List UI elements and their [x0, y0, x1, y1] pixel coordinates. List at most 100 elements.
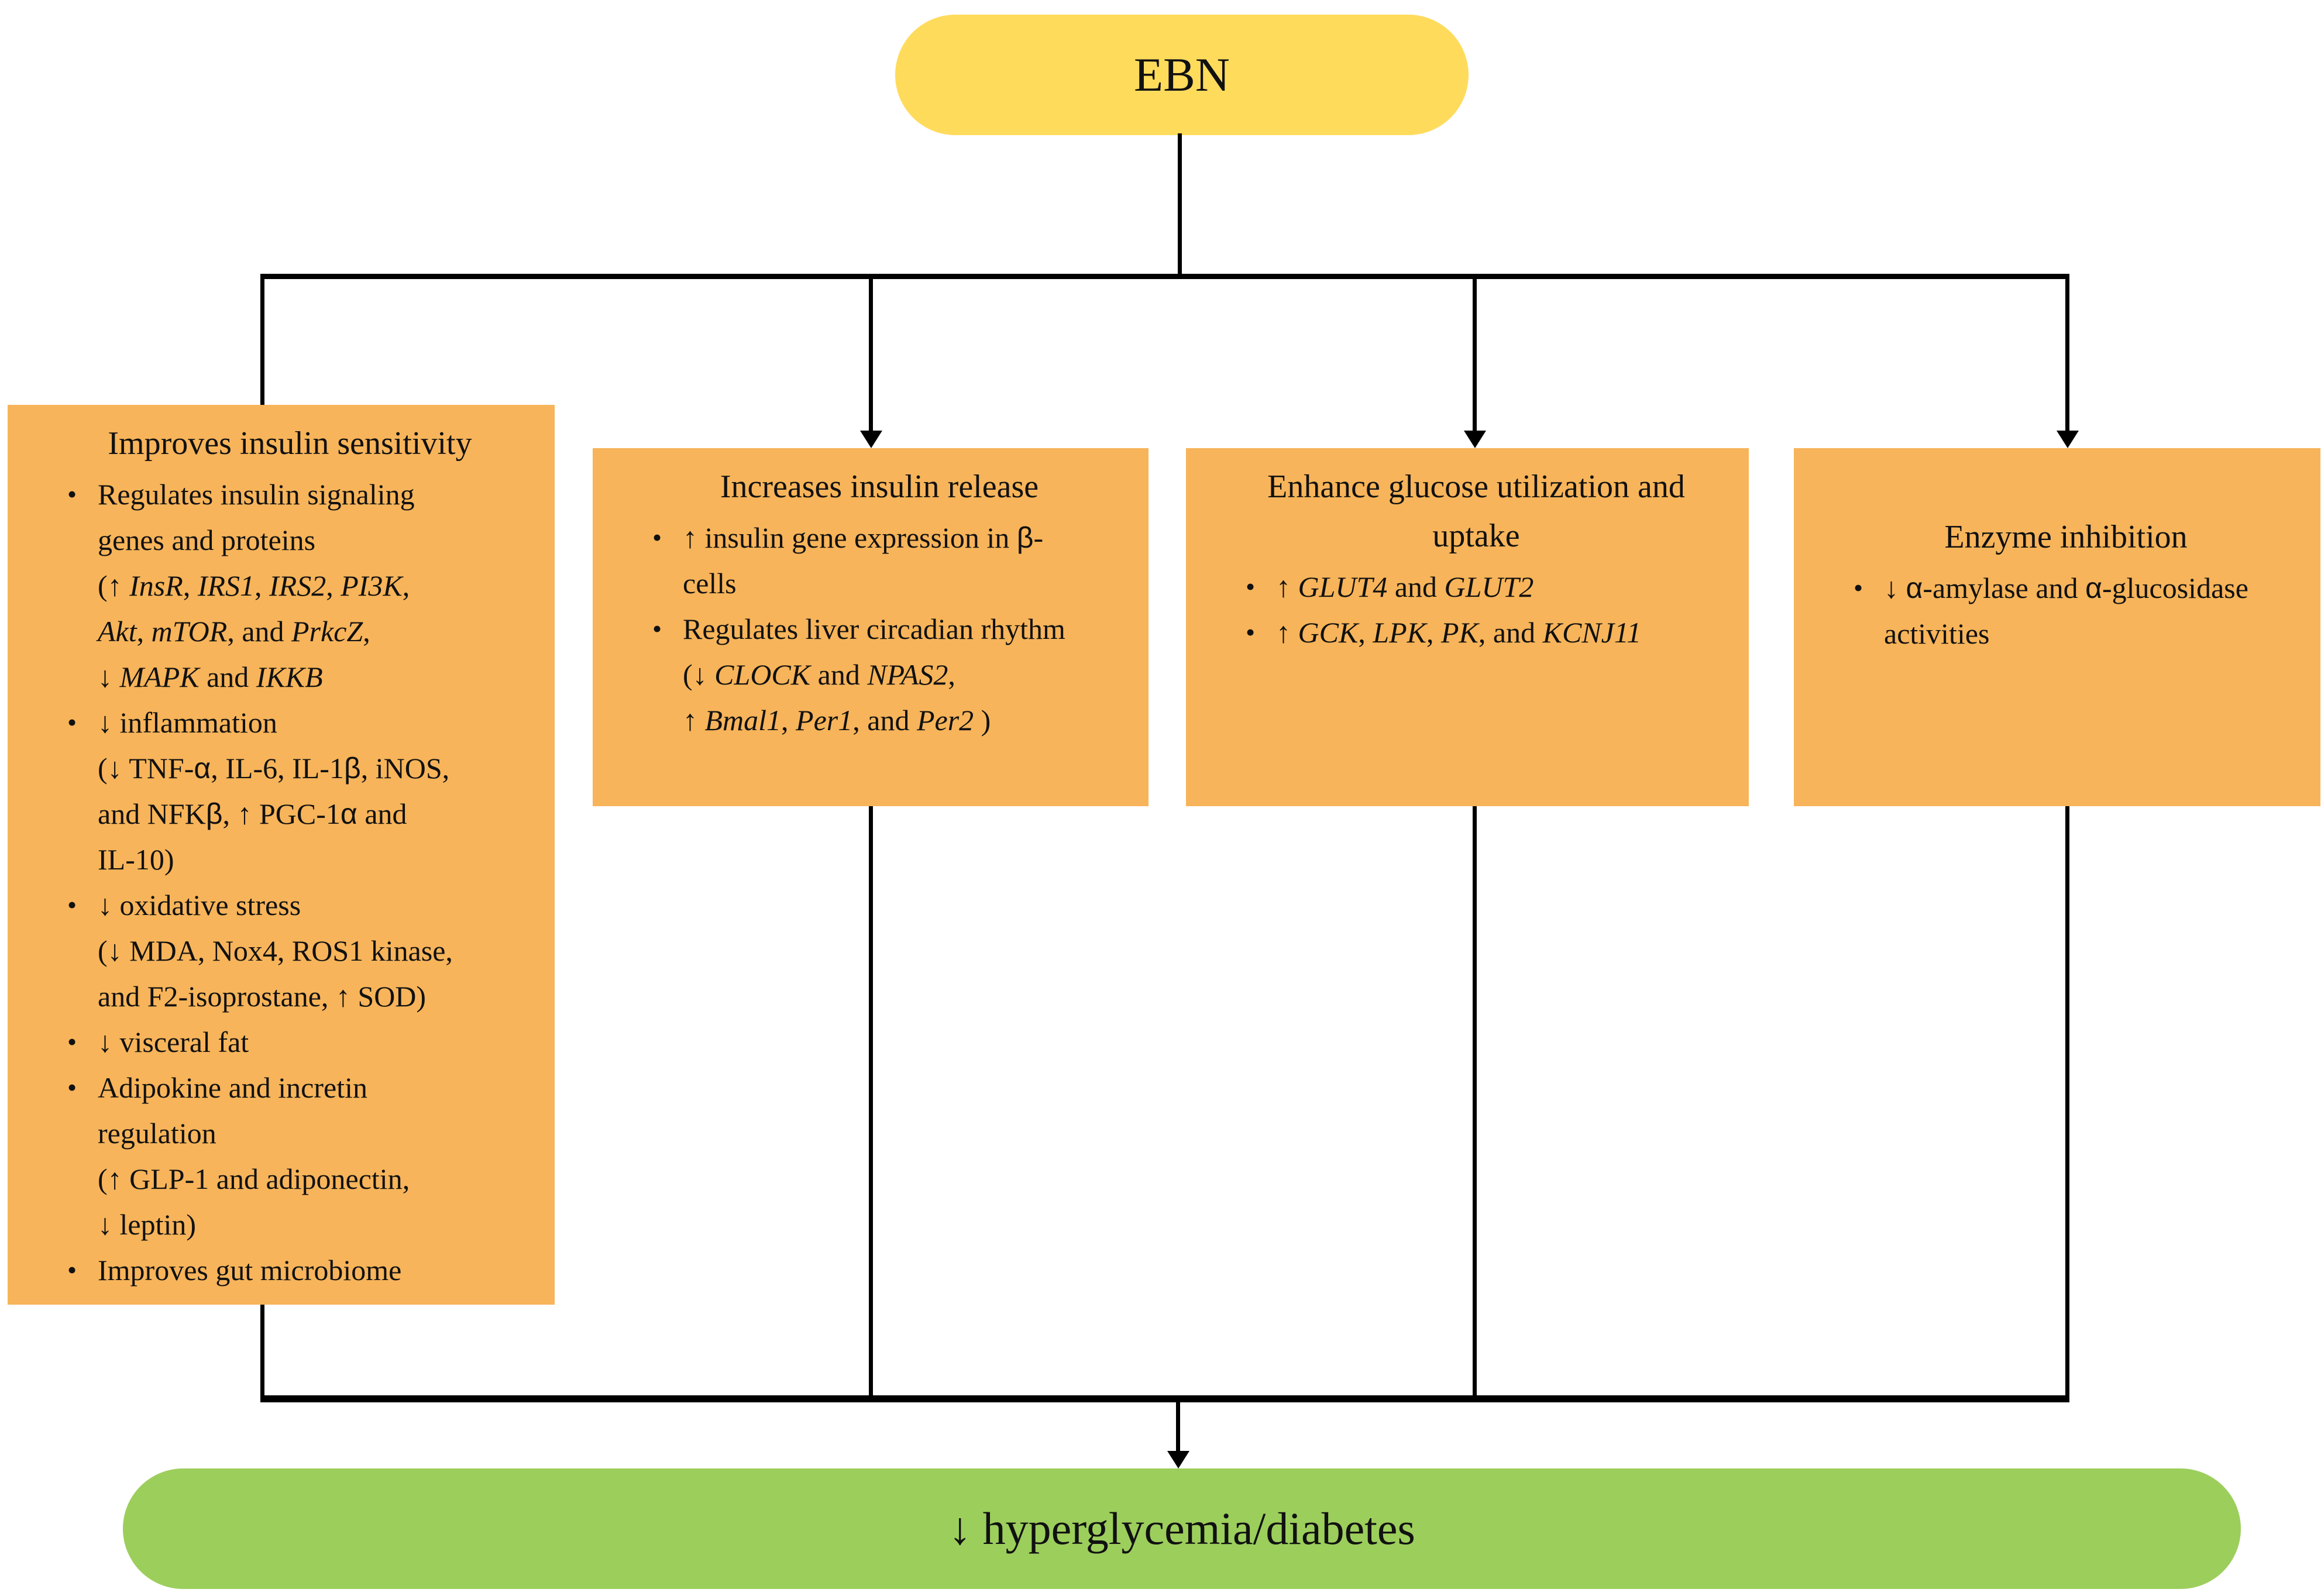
bullet-text-segment: and NFK: [98, 797, 206, 830]
bullet-item: ↓ inflammation(↓ TNF-α, IL-6, IL-1β, iNO…: [67, 700, 538, 882]
bullet-text-segment: Adipokine and incretin: [98, 1071, 367, 1104]
bullet-text-segment: ↓ visceral fat: [98, 1026, 249, 1058]
branch-box-glucose-utilization: Enhance glucose utilization and uptake ↑…: [1186, 448, 1749, 806]
bullet-text-segment: ↑: [683, 704, 705, 737]
bullet-text-segment: α: [1906, 572, 1923, 604]
connector-collect-branch-2: [869, 806, 873, 1398]
bullet-text-segment: ↓: [98, 661, 120, 693]
bullet-text-segment: ,: [781, 704, 796, 737]
branch-title: Enzyme inhibition: [1944, 519, 2188, 555]
bullet-text-segment: ,: [326, 569, 341, 602]
bullet-text-segment: -glucosidase: [2102, 572, 2248, 604]
bullet-text-segment: , iNOS,: [360, 752, 450, 785]
bullet-text-segment: , and: [227, 615, 292, 648]
bullet-text-segment: genes and proteins: [98, 524, 316, 556]
bullet-text-segment: Akt: [98, 615, 137, 648]
bullet-text-segment: ,: [136, 615, 152, 648]
arrowhead-branch-3: [1464, 431, 1486, 448]
bullet-text-segment: regulation: [98, 1117, 216, 1150]
bullet-text-segment: β: [205, 797, 223, 830]
bullet-text-segment: ↑ insulin gene expression in: [683, 521, 1017, 554]
bullet-text-segment: ,: [183, 569, 198, 602]
bullet-text-segment: ↓ oxidative stress: [98, 889, 301, 921]
connector-drop-branch-2: [869, 274, 873, 432]
branch-title: Increases insulin release: [720, 469, 1039, 505]
connector-drop-branch-1: [260, 274, 264, 406]
bullet-text-segment: , ↑ PGC-1: [222, 797, 341, 830]
branch-box-enzyme-inhibition: Enzyme inhibition ↓ α-amylase and α-gluc…: [1794, 448, 2320, 806]
bullet-item: ↑ GCK, LPK, PK, and KCNJ11: [1246, 610, 1732, 655]
bullet-text-segment: and: [199, 661, 256, 693]
bullet-text-segment: Regulates liver circadian rhythm: [683, 613, 1065, 645]
bullet-text-segment: ↑: [1276, 570, 1298, 603]
bullet-text-segment: and F2-isoprostane, ↑ SOD): [98, 980, 427, 1013]
bullet-text-segment: and: [357, 797, 407, 830]
root-node-ebn: EBN: [895, 15, 1469, 135]
bullet-text-segment: (↑: [98, 569, 130, 602]
bullet-text-segment: IRS1: [197, 569, 255, 602]
bullet-item: ↓ visceral fat: [67, 1019, 538, 1065]
connector-outcome-stem: [1176, 1402, 1180, 1451]
bullet-text-segment: ,: [948, 658, 955, 691]
bullet-item: ↑ insulin gene expression in β-cells: [652, 515, 1132, 606]
bullet-text-segment: LPK: [1373, 616, 1427, 649]
arrowhead-outcome: [1167, 1451, 1189, 1468]
connector-collect-branch-4: [2065, 806, 2069, 1398]
bullet-text-segment: PI3K: [341, 569, 403, 602]
bullet-item: Adipokine and incretin regulation (↑ GLP-1…: [67, 1065, 538, 1247]
branch-bullet-list: ↑ insulin gene expression in β-cellsRegu…: [627, 515, 1132, 743]
bullet-text-segment: activities: [1884, 617, 1990, 650]
connector-collect-branch-1: [260, 1305, 264, 1398]
connector-bottom-horizontal: [260, 1395, 2069, 1402]
bullet-text-segment: β: [343, 752, 361, 785]
bullet-text-segment: PrkcZ: [291, 615, 363, 648]
bullet-text-segment: Per2: [916, 704, 974, 737]
bullet-text-segment: CLOCK: [714, 658, 811, 691]
bullet-text-segment: Bmal1: [704, 704, 782, 737]
bullet-text-segment: (↑ GLP-1 and adiponectin,: [98, 1162, 410, 1195]
bullet-text-segment: ,: [1358, 616, 1373, 649]
bullet-text-segment: GLUT4: [1298, 570, 1388, 603]
arrowhead-branch-2: [860, 431, 882, 448]
branch-box-insulin-sensitivity: Improves insulin sensitivity Regulates i…: [8, 405, 555, 1305]
bullet-item: ↓ oxidative stress (↓ MDA, Nox4, ROS1 kin…: [67, 882, 538, 1019]
branch-bullet-list: ↑ GLUT4 and GLUT2↑ GCK, LPK, PK, and KCN…: [1220, 564, 1732, 655]
branch-box-insulin-release: Increases insulin release ↑ insulin gene…: [593, 448, 1149, 806]
bullet-text-segment: mTOR: [151, 615, 228, 648]
branch-title: Improves insulin sensitivity: [108, 425, 472, 462]
bullet-text-segment: MAPK: [119, 661, 200, 693]
bullet-text-segment: cells: [683, 567, 737, 600]
bullet-text-segment: , and: [852, 704, 917, 737]
bullet-text-segment: ,: [402, 569, 410, 602]
bullet-text-segment: ,: [363, 615, 370, 648]
branch-title: Enhance glucose utilization and uptake: [1267, 469, 1685, 554]
bullet-item: ↑ GLUT4 and GLUT2: [1246, 564, 1732, 610]
connector-drop-branch-3: [1473, 274, 1477, 432]
bullet-text-segment: (↓: [683, 658, 715, 691]
bullet-text-segment: PK: [1441, 616, 1478, 649]
bullet-text-segment: IRS2: [269, 569, 326, 602]
connector-root-stem: [1178, 133, 1182, 276]
bullet-item: Regulates liver circadian rhythm (↓ CLOCK…: [652, 606, 1132, 743]
bullet-text-segment: , IL-6, IL-1: [211, 752, 344, 785]
bullet-text-segment: (↓ MDA, Nox4, ROS1 kinase,: [98, 934, 453, 967]
connector-collect-branch-3: [1473, 806, 1477, 1398]
arrowhead-branch-4: [2057, 431, 2079, 448]
root-node-label: EBN: [1134, 48, 1230, 101]
bullet-text-segment: β: [1016, 521, 1034, 554]
bullet-text-segment: ,: [1426, 616, 1442, 649]
outcome-node-label: ↓ hyperglycemia/diabetes: [948, 1503, 1415, 1554]
bullet-text-segment: KCNJ11: [1542, 616, 1642, 649]
bullet-text-segment: ↓ leptin): [98, 1208, 197, 1241]
outcome-node-hyperglycemia: ↓ hyperglycemia/diabetes: [123, 1468, 2241, 1589]
bullet-text-segment: ,: [255, 569, 270, 602]
bullet-text-segment: ): [974, 704, 991, 737]
bullet-text-segment: IKKB: [256, 661, 323, 693]
bullet-text-segment: (↓ TNF-: [98, 752, 194, 785]
bullet-text-segment: , and: [1478, 616, 1543, 649]
bullet-text-segment: NPAS2: [867, 658, 948, 691]
bullet-text-segment: GLUT2: [1444, 570, 1534, 603]
